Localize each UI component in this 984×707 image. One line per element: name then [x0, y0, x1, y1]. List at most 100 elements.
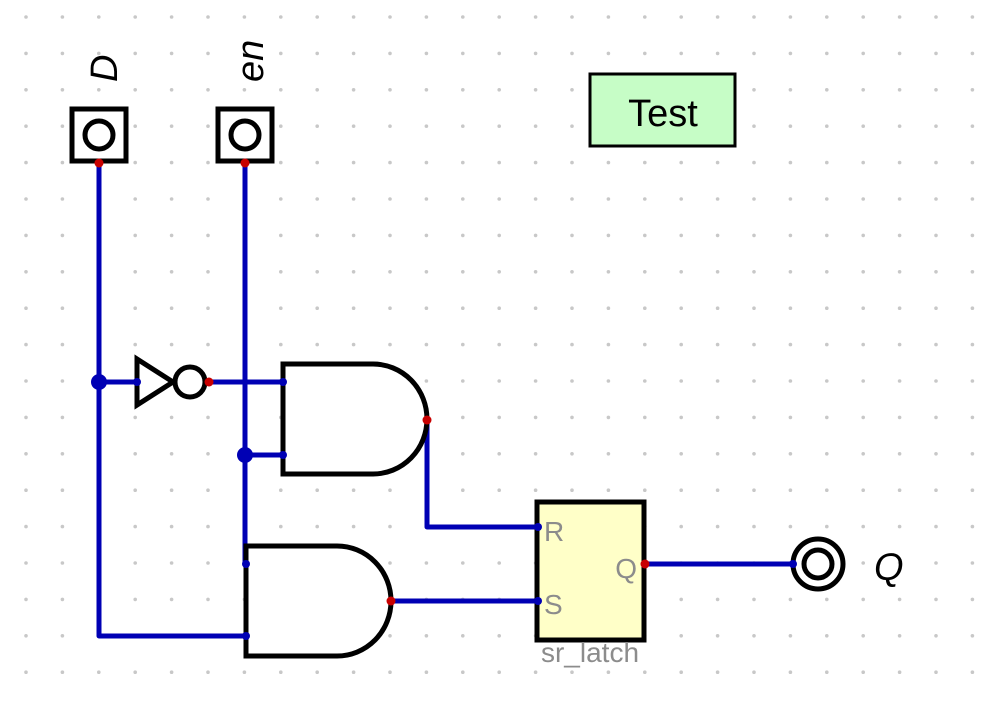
- grid-dot: [825, 88, 829, 92]
- grid-dot: [60, 597, 65, 602]
- grid-dot: [825, 342, 829, 347]
- grid-dot: [206, 270, 210, 274]
- grid-dot: [315, 15, 320, 19]
- grid-dot: [934, 342, 938, 347]
- wire-d-main[interactable]: [96, 160, 249, 639]
- grid-dot: [461, 15, 465, 19]
- grid-dot: [897, 51, 902, 56]
- grid-dot: [169, 306, 174, 311]
- grid-dot: [934, 88, 938, 92]
- grid-dot: [388, 670, 392, 674]
- grid-dot: [606, 197, 611, 201]
- grid-dot: [279, 197, 283, 201]
- grid-dot: [351, 488, 356, 493]
- grid-dot: [825, 197, 829, 201]
- grid-dot: [715, 197, 720, 201]
- grid-dot: [388, 233, 392, 238]
- grid-dot: [788, 15, 793, 19]
- grid-dot: [242, 88, 247, 92]
- grid-dot: [533, 306, 538, 311]
- grid-dot: [169, 524, 174, 529]
- grid-dot: [206, 197, 210, 201]
- sr-latch-subcircuit[interactable]: R S Q: [534, 499, 647, 643]
- grid-dot: [788, 379, 793, 383]
- grid-dot: [315, 306, 320, 311]
- grid-dot: [242, 51, 247, 56]
- grid-dot: [351, 233, 356, 238]
- grid-dot: [461, 452, 465, 456]
- grid-dot: [861, 51, 865, 56]
- grid-dot: [752, 233, 756, 238]
- grid-dot: [24, 634, 28, 638]
- grid-dot: [315, 233, 320, 238]
- grid-dot: [24, 306, 28, 311]
- grid-dot: [461, 634, 465, 638]
- grid-dot: [424, 634, 429, 638]
- grid-dot: [679, 597, 683, 602]
- and-gate-1[interactable]: [280, 361, 430, 477]
- grid-dot: [897, 379, 902, 383]
- grid-dot: [206, 561, 210, 565]
- grid-dot: [533, 342, 538, 347]
- grid-dot: [424, 51, 429, 56]
- output-label-q: Q: [874, 547, 904, 589]
- junctions: [91, 374, 253, 463]
- grid-dot: [315, 124, 320, 128]
- grid-dot: [679, 51, 683, 56]
- grid-dot: [897, 306, 902, 311]
- grid-dot: [752, 160, 756, 165]
- wire-and1-to-r[interactable]: [424, 417, 541, 530]
- grid-dot: [825, 452, 829, 456]
- grid-dot: [533, 415, 538, 420]
- output-pin-q[interactable]: [790, 536, 846, 592]
- grid-dot: [861, 379, 865, 383]
- grid-dot: [169, 415, 174, 420]
- grid-dot: [424, 197, 429, 201]
- grid-dot: [825, 634, 829, 638]
- input-pin-d[interactable]: [69, 106, 129, 164]
- grid-dot: [788, 88, 793, 92]
- grid-dot: [315, 670, 320, 674]
- grid-dot: [424, 88, 429, 92]
- grid-dot: [934, 124, 938, 128]
- grid-dot: [60, 415, 65, 420]
- not-gate[interactable]: [134, 354, 208, 410]
- grid-dot: [825, 379, 829, 383]
- input-pin-en[interactable]: [215, 106, 275, 164]
- grid-dot: [970, 670, 975, 674]
- grid-dot: [279, 670, 283, 674]
- grid-dot: [60, 561, 65, 565]
- grid-dot: [752, 306, 756, 311]
- grid-dot: [533, 270, 538, 274]
- grid-dot: [351, 124, 356, 128]
- grid-dot: [279, 524, 283, 529]
- test-button[interactable]: Test: [588, 72, 737, 148]
- and-gate-2[interactable]: [243, 543, 394, 659]
- grid-dot: [788, 270, 793, 274]
- grid-dot: [169, 233, 174, 238]
- grid-dot: [206, 452, 210, 456]
- grid-dot: [788, 634, 793, 638]
- grid-dot: [169, 342, 174, 347]
- grid-dot: [97, 51, 101, 56]
- grid-dot: [206, 415, 210, 420]
- grid-dot: [861, 160, 865, 165]
- grid-dot: [351, 197, 356, 201]
- grid-dot: [897, 597, 902, 602]
- grid-dot: [206, 342, 210, 347]
- grid-dot: [897, 561, 902, 565]
- grid-dot: [897, 233, 902, 238]
- grid-dot: [861, 415, 865, 420]
- grid-dot: [643, 197, 647, 201]
- grid-dot: [388, 51, 392, 56]
- grid-dot: [133, 160, 137, 165]
- grid-dot: [788, 233, 793, 238]
- grid-dot: [424, 306, 429, 311]
- grid-dot: [169, 88, 174, 92]
- grid-dot: [825, 306, 829, 311]
- grid-dot: [788, 524, 793, 529]
- grid-dot: [679, 306, 683, 311]
- grid-dot: [497, 634, 502, 638]
- grid-dot: [752, 197, 756, 201]
